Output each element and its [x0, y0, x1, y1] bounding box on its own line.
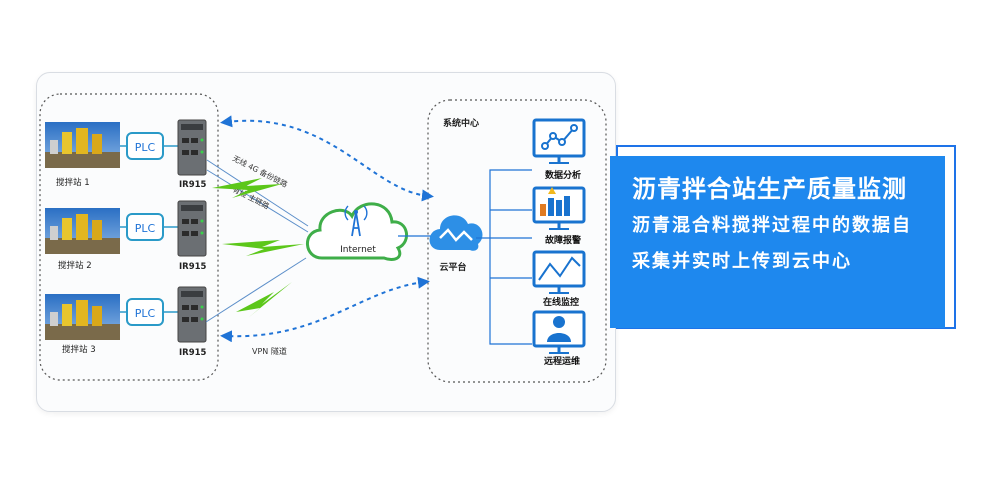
- plc-label: PLC: [135, 307, 156, 320]
- plc-box: PLC: [126, 298, 164, 326]
- router-label: IR915: [179, 262, 207, 272]
- plc-box: PLC: [126, 213, 164, 241]
- router-icon: [177, 119, 207, 176]
- service-label: 远程运维: [544, 355, 580, 367]
- station-label: 搅拌站 3: [62, 344, 96, 355]
- lightning-bolt-icon: [236, 282, 292, 318]
- station-row-1: PLC 搅拌站 1 IR915: [45, 119, 207, 190]
- station-label: 搅拌站 1: [56, 177, 90, 188]
- service-label: 故障报警: [545, 234, 581, 246]
- plc-box: PLC: [126, 132, 164, 160]
- vpn-label: VPN 隧道: [252, 346, 287, 356]
- station-row-3: PLC 搅拌站 3 IR915: [45, 286, 207, 358]
- service-label: 数据分析: [545, 169, 581, 181]
- line-chart-monitor-icon: [544, 127, 575, 147]
- alarm-monitor-icon: [548, 187, 556, 194]
- plc-label: PLC: [135, 222, 156, 235]
- service-label: 在线监控: [543, 296, 579, 308]
- callout-box: 沥青拌合站生产质量监测 沥青混合料搅拌过程中的数据自采集并实时上传到云中心: [610, 156, 945, 328]
- station-photo: [45, 208, 120, 254]
- plc-label: PLC: [135, 141, 156, 154]
- service-connector: [476, 169, 532, 345]
- router-label: IR915: [179, 348, 207, 358]
- service-online-monitoring: 在线监控: [532, 250, 586, 308]
- service-fault-alarm: 故障报警: [532, 186, 586, 246]
- router-icon: [177, 200, 207, 257]
- system-center-label: 系统中心: [443, 117, 479, 129]
- service-remote-maintenance: 远程运维: [532, 310, 586, 367]
- router-icon: [177, 286, 207, 343]
- cloud-platform-label: 云平台: [439, 261, 466, 273]
- callout-title: 沥青拌合站生产质量监测: [632, 175, 907, 203]
- vpn-tunnel-arc: [220, 115, 434, 202]
- callout-description: 沥青混合料搅拌过程中的数据自采集并实时上传到云中心: [632, 215, 912, 272]
- cloud-platform-icon: [429, 215, 483, 251]
- trend-monitor-icon: [538, 256, 581, 281]
- internet-cloud-icon: [306, 202, 408, 262]
- site-group-boundary: [39, 93, 219, 381]
- operator-monitor-icon: [553, 316, 565, 328]
- lightning-bolt-icon: [222, 240, 304, 256]
- station-label: 搅拌站 2: [58, 260, 92, 271]
- service-data-analysis: 数据分析: [532, 118, 586, 181]
- router-label: IR915: [179, 180, 207, 190]
- system-center-boundary: [427, 99, 607, 383]
- station-photo: [45, 122, 120, 168]
- station-photo: [45, 294, 120, 340]
- station-row-2: PLC 搅拌站 2 IR915: [45, 200, 207, 272]
- internet-label: Internet: [340, 245, 376, 255]
